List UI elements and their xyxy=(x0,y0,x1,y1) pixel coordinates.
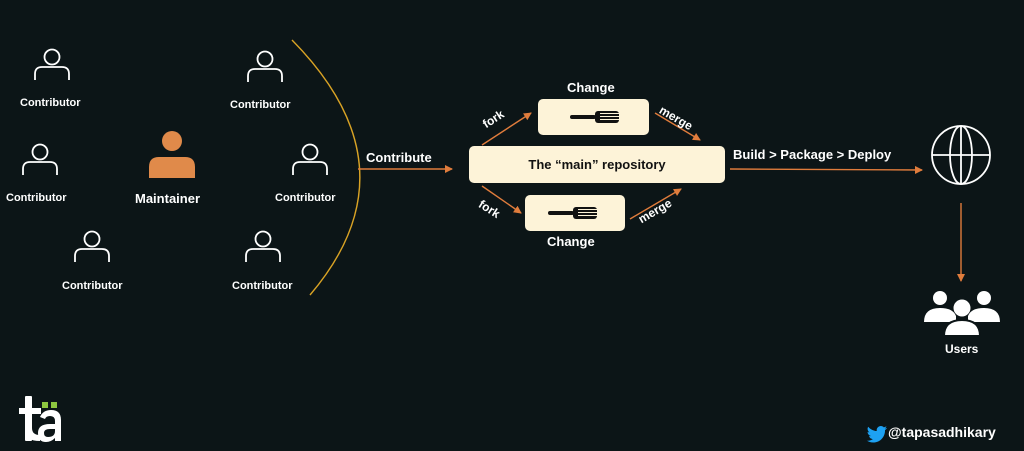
contributor-icon-6 xyxy=(245,230,281,263)
change-top-box xyxy=(538,99,649,135)
ta-logo xyxy=(19,396,61,442)
build-arrow xyxy=(729,165,923,174)
contributor-label-2: Contributor xyxy=(230,99,291,111)
contributors-arc xyxy=(291,39,361,296)
merge-top-arrow xyxy=(654,112,701,141)
change-bottom-box xyxy=(525,195,625,231)
twitter-handle[interactable]: @tapasadhikary xyxy=(888,424,996,440)
users-group-icon xyxy=(924,291,1000,337)
contributor-icon-4 xyxy=(292,143,328,176)
contributor-icon-1 xyxy=(34,48,70,81)
contribute-label: Contribute xyxy=(366,150,432,165)
twitter-bird-icon xyxy=(866,425,888,443)
fork-icon-bottom xyxy=(548,207,597,219)
contributor-label-1: Contributor xyxy=(20,97,81,109)
merge-bottom-arrow xyxy=(629,188,682,220)
main-repository-box: The “main” repository xyxy=(469,146,725,183)
fork-icon-top xyxy=(570,111,619,123)
build-package-deploy-label: Build > Package > Deploy xyxy=(733,147,892,162)
change-bottom-label: Change xyxy=(547,234,595,249)
fork-top-arrow xyxy=(481,112,532,146)
users-label: Users xyxy=(945,342,979,356)
change-top-label: Change xyxy=(567,80,615,95)
contributor-label-6: Contributor xyxy=(232,280,293,292)
maintainer-icon xyxy=(149,131,195,178)
maintainer-label: Maintainer xyxy=(135,191,201,206)
contributor-icon-2 xyxy=(247,50,283,83)
contributor-label-4: Contributor xyxy=(275,192,336,204)
main-repository-label: The “main” repository xyxy=(528,157,666,172)
globe-icon xyxy=(931,125,991,185)
contributor-label-5: Contributor xyxy=(62,280,123,292)
fork-bottom-arrow xyxy=(481,185,522,214)
contributor-icon-3 xyxy=(22,143,58,176)
contributor-label-3: Contributor xyxy=(6,192,67,204)
contributor-icon-5 xyxy=(74,230,110,263)
